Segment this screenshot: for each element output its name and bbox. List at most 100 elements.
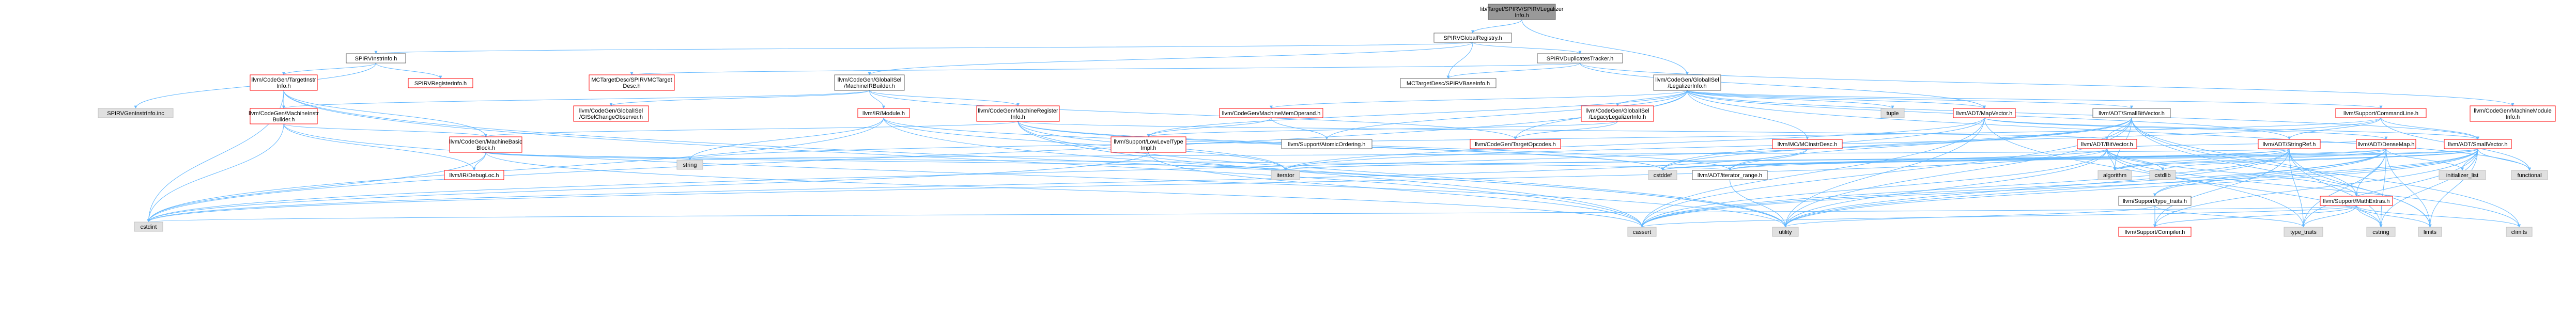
node-box	[1488, 4, 1556, 20]
edge-stringref-to-cstddef	[1661, 148, 2290, 171]
node-machinememoperand[interactable]: llvm/CodeGen/MachineMemOperand.h	[1219, 108, 1323, 118]
node-smallvector[interactable]: llvm/ADT/SmallVector.h	[2444, 139, 2512, 149]
edge-commandline-to-smallvector	[2381, 117, 2479, 140]
node-label: llvm/ADT/BitVector.h	[2081, 141, 2133, 148]
edge-densemap-to-cstddef	[1661, 148, 2386, 171]
edge-instrinfo-to-spirvregisterinfo	[376, 62, 442, 79]
edge-densemap-to-utility	[1784, 148, 2386, 228]
node-label: Builder.h	[273, 117, 295, 123]
node-label: SPIRVGlobalRegistry.h	[1443, 35, 1502, 41]
node-stringref[interactable]: llvm/ADT/StringRef.h	[2258, 139, 2321, 149]
node-mathextras[interactable]: llvm/Support/MathExtras.h	[2320, 196, 2393, 206]
node-bitvector[interactable]: llvm/ADT/BitVector.h	[2077, 139, 2137, 149]
graph-nodes: lib/Target/SPIRV/SPIRVLegalizerInfo.hSPI…	[98, 4, 2556, 237]
edge-stringref-to-limits	[2289, 148, 2432, 228]
node-label: llvm/ADT/SmallBitVector.h	[2099, 110, 2165, 117]
edge-mathextras-to-type_traits	[2302, 205, 2357, 228]
edge-densemap-to-type_traits	[2302, 148, 2386, 228]
node-label: tuple	[1887, 110, 1899, 117]
edge-smallbitvector-to-cstddef	[1661, 117, 2132, 171]
edge-densemap-to-cstring	[2379, 148, 2386, 228]
edge-smallbitvector-to-cassert	[1640, 117, 2132, 228]
edge-legacylegalizer-to-targetopcodes	[1514, 121, 1618, 140]
node-box	[1470, 139, 1561, 149]
edge-smallvector-to-utility	[1784, 148, 2478, 228]
node-box	[250, 74, 318, 91]
node-type_traits_h[interactable]: llvm/Support/type_traits.h	[2118, 196, 2192, 206]
node-legalizerinfo[interactable]: llvm/CodeGen/GlobalISel/LegalizerInfo.h	[1653, 74, 1721, 91]
node-targetopcodes[interactable]: llvm/CodeGen/TargetOpcodes.h	[1470, 139, 1561, 149]
node-duplicatestracker[interactable]: SPIRVDuplicatesTracker.h	[1537, 53, 1623, 64]
node-irmodule[interactable]: llvm/IR/Module.h	[857, 108, 910, 118]
node-label: llvm/IR/Module.h	[862, 110, 905, 117]
edge-duplicatestracker-to-mctargetdesc	[630, 62, 1580, 75]
node-label: SPIRVRegisterInfo.h	[414, 81, 467, 87]
node-functional: functional	[2511, 170, 2548, 180]
edge-legalizerinfo-to-tuple	[1687, 90, 1894, 109]
node-label: /LegalizerInfo.h	[1668, 83, 1706, 89]
node-densemap[interactable]: llvm/ADT/DenseMap.h	[2356, 139, 2416, 149]
node-smallbitvector[interactable]: llvm/ADT/SmallBitVector.h	[2092, 108, 2171, 118]
node-debugloc[interactable]: llvm/IR/DebugLoc.h	[444, 170, 504, 180]
node-label: llvm/CodeGen/MachineModule	[2474, 108, 2551, 114]
edge-legalizerinfo-to-commandline	[1687, 90, 2383, 109]
node-label: iterator	[1276, 172, 1294, 179]
edge-machineirbuilder-to-gisel_change	[609, 90, 870, 106]
node-spirvregisterinfo[interactable]: SPIRVRegisterInfo.h	[408, 78, 473, 88]
edge-lowleveltype-to-cassert	[1148, 152, 1644, 228]
edge-mapvector-to-cassert	[1640, 117, 1985, 228]
node-label: initializer_list	[2446, 172, 2478, 179]
node-box	[2320, 196, 2393, 206]
node-label: MCTargetDesc/SPIRVMCTarget	[591, 77, 672, 83]
edge-machinebasicblock-to-cstdint	[147, 152, 486, 223]
edge-stringref-to-algorithm	[2113, 148, 2290, 171]
node-box	[2258, 139, 2321, 149]
node-label: llvm/Support/type_traits.h	[2123, 198, 2187, 204]
node-mapvector[interactable]: llvm/ADT/MapVector.h	[1953, 108, 2016, 118]
node-compiler[interactable]: llvm/Support/Compiler.h	[2118, 227, 2192, 237]
node-label: llvm/Support/CommandLine.h	[2343, 110, 2418, 117]
edge-mathextras-to-limits	[2356, 205, 2432, 228]
node-label: llvm/Support/AtomicOrdering.h	[1288, 141, 1366, 148]
node-mcinstrdesc[interactable]: llvm/MC/MCInstrDesc.h	[1772, 139, 1843, 149]
node-machineirbuilder[interactable]: llvm/CodeGen/GlobalISel/MachineIRBuilder…	[834, 74, 905, 91]
node-gisel_change[interactable]: llvm/CodeGen/GlobalISel/GISelChangeObser…	[573, 105, 649, 122]
edge-irmodule-to-iterator	[883, 117, 1287, 171]
node-iterator_range[interactable]: llvm/ADT/iterator_range.h	[1692, 170, 1768, 180]
edge-duplicatestracker-to-mapvector	[1580, 62, 1986, 109]
node-legacylegalizer[interactable]: llvm/CodeGen/GlobalISel/LegacyLegalizerI…	[1581, 105, 1654, 122]
node-label: utility	[1779, 229, 1792, 235]
node-label: Block.h	[476, 145, 495, 151]
edge-irmodule-to-cstddef	[883, 117, 1664, 171]
node-label: llvm/ADT/MapVector.h	[1956, 110, 2013, 117]
node-box	[1627, 227, 1657, 237]
node-box	[2506, 227, 2533, 237]
edge-legalizerinfo-to-lowleveltype	[1147, 90, 1688, 137]
edge-bitvector-to-densemap	[2107, 139, 2388, 149]
node-label: cstdlib	[2154, 172, 2170, 179]
node-atomicordering[interactable]: llvm/Support/AtomicOrdering.h	[1281, 139, 1372, 149]
node-instrinfo[interactable]: SPIRVInstrInfo.h	[346, 53, 406, 64]
edge-commandline-to-string	[688, 117, 2381, 161]
node-genintrinfo: SPIRVGenInstrInfo.inc	[98, 108, 174, 118]
edge-mathextras-to-cstring	[2356, 205, 2383, 228]
node-commandline[interactable]: llvm/Support/CommandLine.h	[2335, 108, 2427, 118]
edge-bitvector-to-cstdlib	[2107, 148, 2164, 171]
node-spirvbaseinfo[interactable]: MCTargetDesc/SPIRVBaseInfo.h	[1400, 78, 1497, 88]
edge-targetinstrinfo-to-machinebasicblock	[283, 90, 487, 137]
edge-mathextras-to-compiler	[2153, 205, 2357, 228]
edge-irmodule-to-string	[688, 117, 884, 161]
edge-stringref-to-string	[689, 148, 2290, 161]
node-globalregistry[interactable]: SPIRVGlobalRegistry.h	[1433, 33, 1512, 43]
node-label: limits	[2424, 229, 2437, 235]
edge-root-to-globalregistry	[1471, 19, 1522, 34]
node-box	[2118, 227, 2192, 237]
